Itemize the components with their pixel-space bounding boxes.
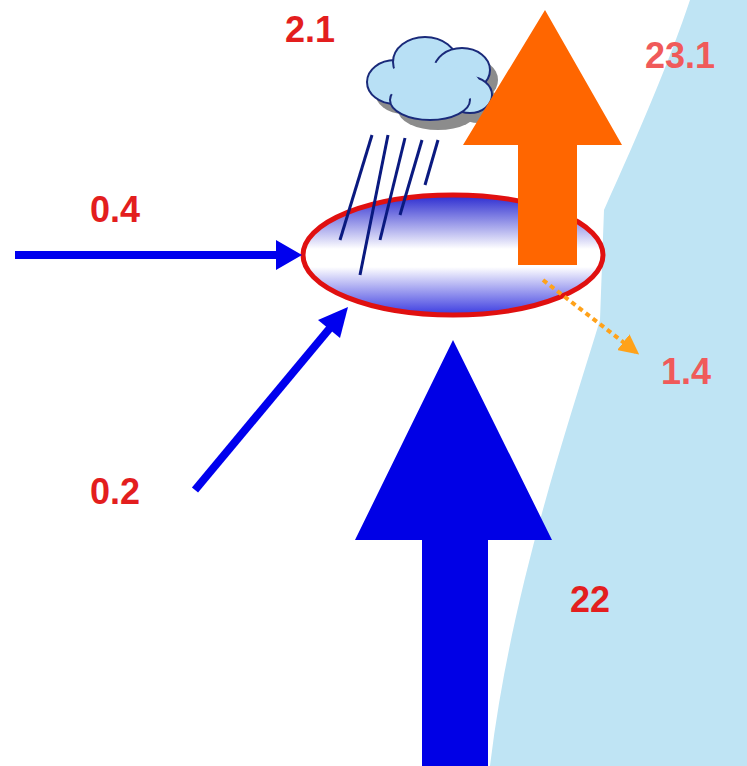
value-label: 0.4: [90, 192, 140, 228]
rain-lines: [340, 135, 438, 275]
outflow-dotted-arrow: [543, 280, 636, 352]
inflow-big-arrow: [355, 340, 552, 766]
groundwater-inflow-arrow: [195, 307, 348, 490]
value-label: 2.1: [285, 12, 335, 48]
value-label: 0.2: [90, 474, 140, 510]
value-label: 22: [570, 582, 610, 618]
value-label: 1.4: [661, 354, 711, 390]
evaporation-arrow: [463, 10, 622, 265]
cloud-symbol: [367, 37, 500, 130]
river-inflow-arrow: [15, 240, 302, 270]
value-label: 23.1: [645, 38, 715, 74]
